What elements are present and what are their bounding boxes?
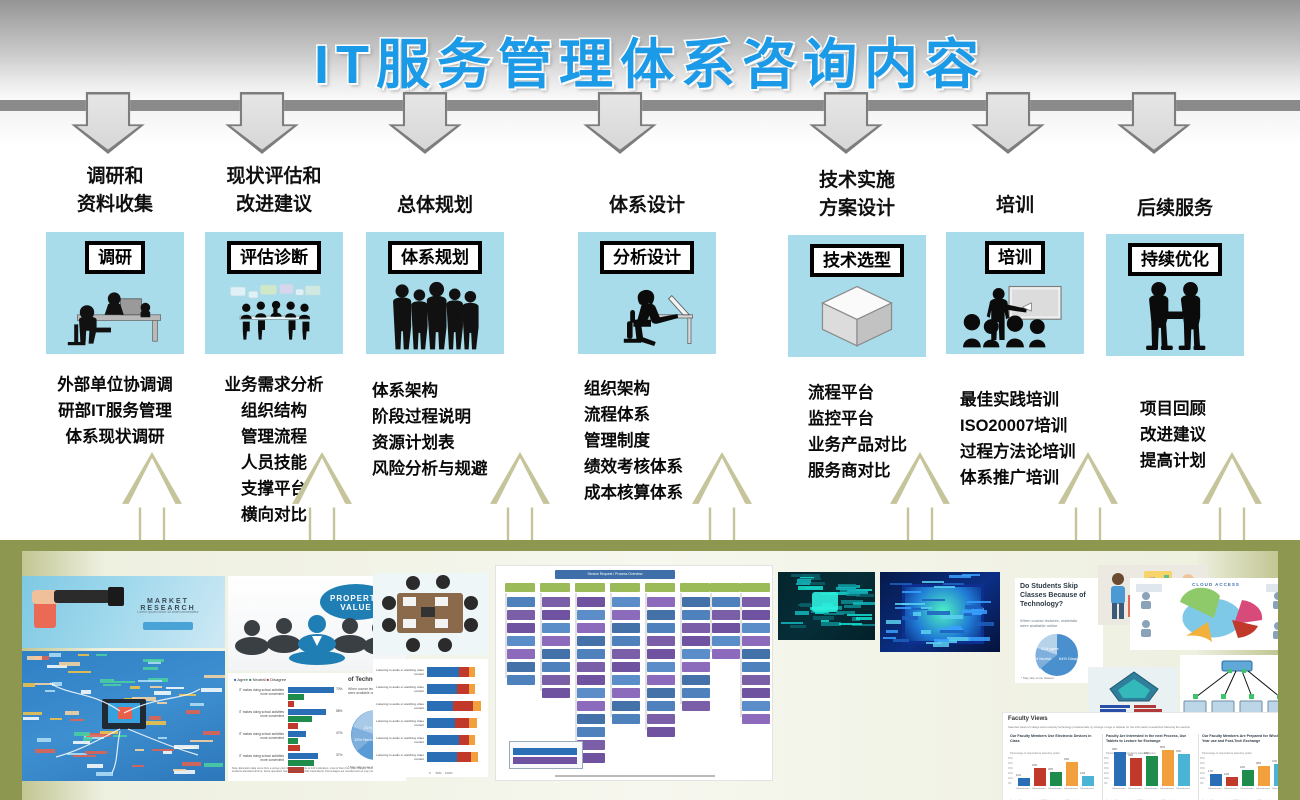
collage-tile-meeting-top-view xyxy=(373,573,488,655)
card-label-follow-up-service: 持续优化 xyxy=(1128,243,1222,276)
image-collage-strip: MARKET RESEARCH Lorem ipsum dolor sit am… xyxy=(0,551,1300,800)
card-label-tech-implementation: 技术选型 xyxy=(810,244,904,277)
bullet-item: 项目回顾 xyxy=(1140,396,1300,422)
picture-box-assessment: 评估诊断 xyxy=(205,232,343,354)
bullet-item: 体系架构 xyxy=(372,378,572,404)
bullet-item: 研部IT服务管理 xyxy=(40,398,190,424)
card-label-training: 培训 xyxy=(985,241,1045,274)
column-card-assessment[interactable]: 评估诊断 xyxy=(198,232,350,354)
collage-tile-itil-process-flowchart: Service Request / Process Overview xyxy=(495,565,773,781)
card-label-system-design: 分析设计 xyxy=(600,241,694,274)
desk-interview-icon xyxy=(46,274,184,354)
collage-tile-iot-network-isometric xyxy=(20,651,225,781)
picture-box-overall-planning: 体系规划 xyxy=(366,232,504,354)
collage-tile-online-learning-bars: Listening to audio or watching video con… xyxy=(373,659,488,777)
presentation-speaker-icon xyxy=(946,274,1084,354)
card-label-assessment: 评估诊断 xyxy=(227,241,321,274)
meeting-discussion-icon xyxy=(205,274,343,354)
column-heading-research: 调研和资料收集 xyxy=(40,163,190,218)
header-banner: IT服务管理体系咨询内容 xyxy=(0,0,1300,110)
bullet-item: 最佳实践培训 xyxy=(960,387,1160,413)
svg-text:15% Neutral: 15% Neutral xyxy=(1031,657,1051,661)
bullet-item: 体系现状调研 xyxy=(40,424,190,450)
bullet-item: 组织结构 xyxy=(198,398,350,424)
bullet-item: 成本核算体系 xyxy=(584,480,784,506)
card-label-research: 调研 xyxy=(85,241,145,274)
picture-box-research: 调研 xyxy=(46,232,184,354)
bullet-item: 外部单位协调调 xyxy=(40,372,190,398)
column-heading-training: 培训 xyxy=(940,192,1090,220)
cube-3d-icon xyxy=(788,277,926,357)
column-heading-assessment: 现状评估和改进建议 xyxy=(198,163,350,218)
bullet-item: 业务需求分析 xyxy=(198,372,350,398)
column-bullets-system-design: 组织架构流程体系管理制度绩效考核体系成本核算体系 xyxy=(584,376,784,506)
collage-left-edge xyxy=(0,551,22,800)
bullet-item: 组织架构 xyxy=(584,376,784,402)
collage-tile-circuit-board-teal xyxy=(778,572,875,640)
column-heading-tech-implementation: 技术实施方案设计 xyxy=(782,167,932,222)
column-heading-overall-planning: 总体规划 xyxy=(360,192,510,220)
card-label-overall-planning: 体系规划 xyxy=(388,241,482,274)
collage-tiles: MARKET RESEARCH Lorem ipsum dolor sit am… xyxy=(0,551,1300,800)
column-heading-line: 现状评估和 xyxy=(198,163,350,191)
page-title: IT服务管理体系咨询内容 xyxy=(0,20,1300,99)
column-heading-line: 培训 xyxy=(940,192,1090,220)
bullet-item: ISO20007培训 xyxy=(960,413,1160,439)
column-card-research[interactable]: 调研 xyxy=(40,232,190,354)
column-heading-line: 调研和 xyxy=(40,163,190,191)
column-card-follow-up-service[interactable]: 持续优化 xyxy=(1100,234,1250,356)
column-card-overall-planning[interactable]: 体系规划 xyxy=(360,232,510,354)
column-heading-line: 后续服务 xyxy=(1100,195,1250,223)
team-group-icon xyxy=(366,274,504,354)
picture-box-follow-up-service: 持续优化 xyxy=(1106,234,1244,356)
column-heading-system-design: 体系设计 xyxy=(572,192,722,220)
collage-tile-cloud-computing-illustration: CLOUD ACCESS xyxy=(1130,578,1295,650)
picture-box-system-design: 分析设计 xyxy=(578,232,716,354)
collage-tile-market-research: MARKET RESEARCH Lorem ipsum dolor sit am… xyxy=(20,576,225,648)
column-heading-line: 方案设计 xyxy=(782,195,932,223)
collage-tile-faculty-views-bars: Faculty Views Selected views of college … xyxy=(1002,712,1292,800)
bullet-item: 管理流程 xyxy=(198,424,350,450)
bullet-item: 阶段过程说明 xyxy=(372,404,572,430)
bullet-item: 管理制度 xyxy=(584,428,784,454)
person-at-desk-icon xyxy=(578,274,716,354)
column-heading-line: 资料收集 xyxy=(40,191,190,219)
svg-text:21% Agree: 21% Agree xyxy=(1041,647,1059,651)
collage-tile-cpu-chip-blue xyxy=(880,572,1000,652)
column-heading-line: 总体规划 xyxy=(360,192,510,220)
svg-text:64% Disagree: 64% Disagree xyxy=(1059,656,1085,661)
bullet-item: 改进建议 xyxy=(1140,422,1300,448)
picture-box-tech-implementation: 技术选型 xyxy=(788,235,926,357)
collage-right-edge xyxy=(1278,551,1300,800)
column-heading-line: 改进建议 xyxy=(198,191,350,219)
column-card-tech-implementation[interactable]: 技术选型 xyxy=(782,235,932,357)
column-heading-follow-up-service: 后续服务 xyxy=(1100,195,1250,223)
column-heading-line: 技术实施 xyxy=(782,167,932,195)
column-card-system-design[interactable]: 分析设计 xyxy=(572,232,722,354)
picture-box-training: 培训 xyxy=(946,232,1084,354)
column-bullets-research: 外部单位协调调研部IT服务管理体系现状调研 xyxy=(40,372,190,450)
bullet-item: 流程体系 xyxy=(584,402,784,428)
handshake-icon xyxy=(1106,276,1244,356)
header-divider-bar xyxy=(0,100,1300,111)
bullet-item: 绩效考核体系 xyxy=(584,454,784,480)
column-card-training[interactable]: 培训 xyxy=(940,232,1090,354)
column-heading-line: 体系设计 xyxy=(572,192,722,220)
